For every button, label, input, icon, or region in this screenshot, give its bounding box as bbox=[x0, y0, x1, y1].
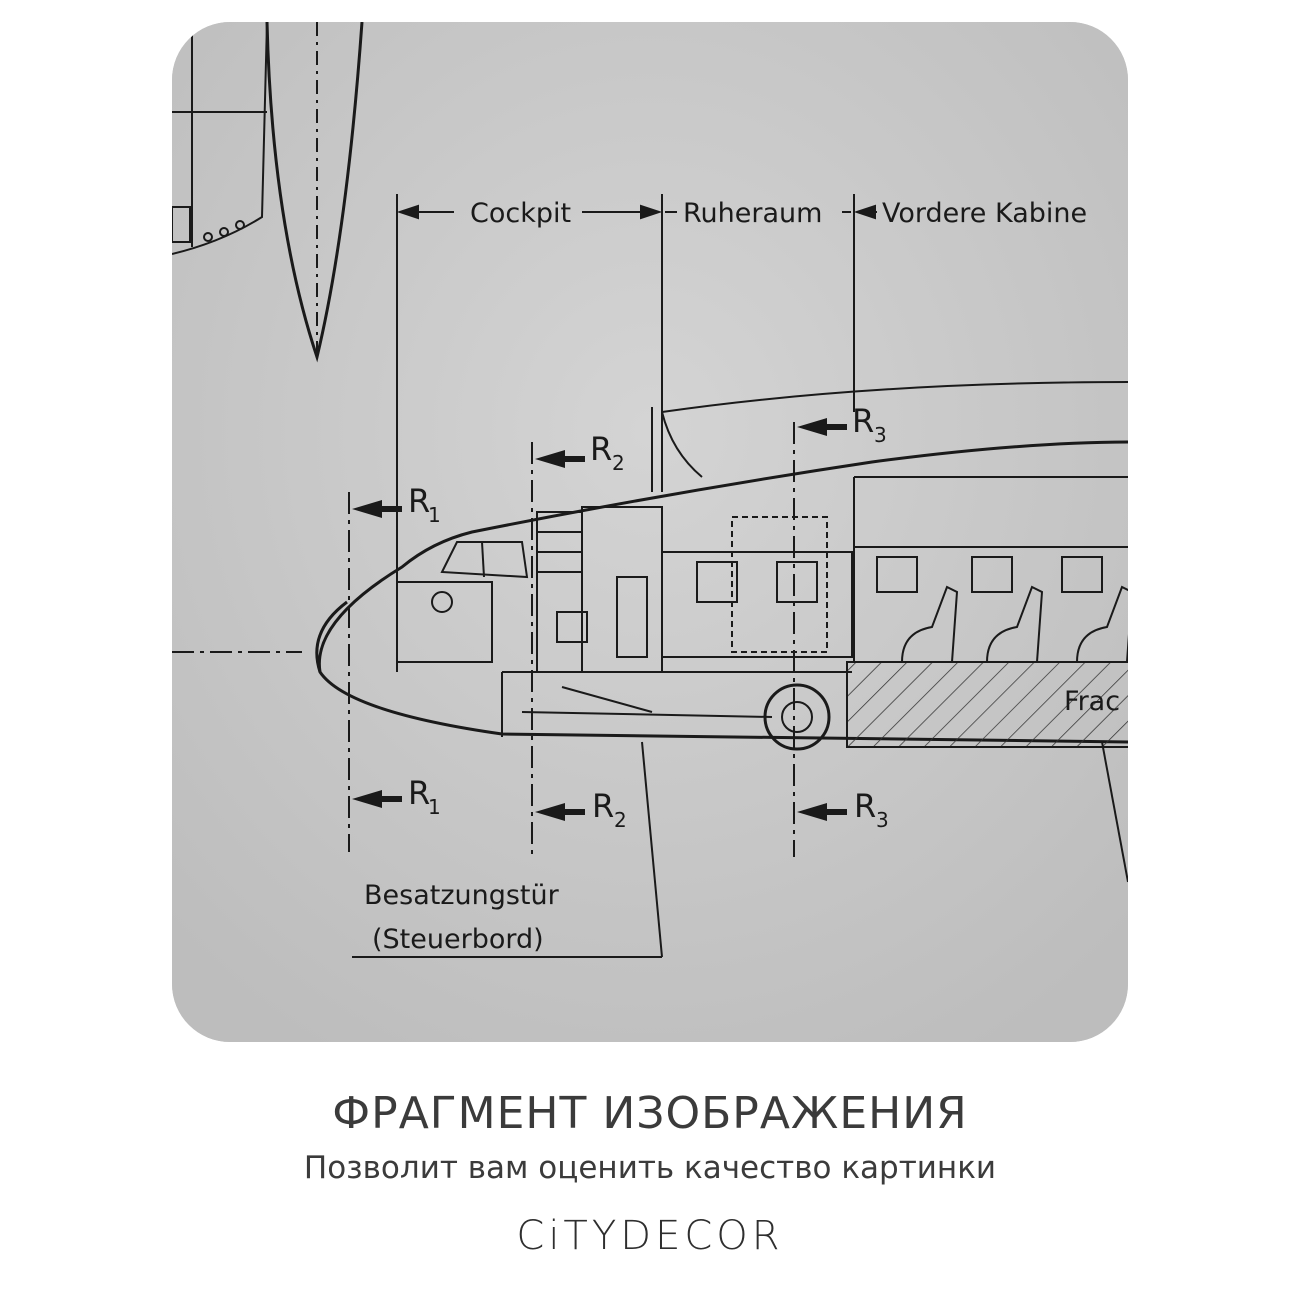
section-label: R bbox=[854, 787, 876, 825]
section-subscript: 2 bbox=[614, 808, 627, 832]
section-subscript: 2 bbox=[612, 451, 625, 475]
section-subscript: 3 bbox=[876, 808, 889, 832]
nacelle-outline bbox=[265, 22, 364, 363]
label-vordere-kabine: Vordere Kabine bbox=[882, 198, 1087, 229]
fuselage-lower bbox=[315, 600, 1128, 744]
cargo-hold bbox=[846, 661, 1128, 748]
section-label: R bbox=[852, 402, 874, 440]
label-door-line1: Besatzungstür bbox=[364, 880, 560, 911]
caption-title: ФРАГМЕНТ ИЗОБРАЖЕНИЯ bbox=[332, 1088, 968, 1139]
label-fracht: Frac bbox=[1064, 686, 1120, 717]
section-subscript: 3 bbox=[874, 423, 887, 447]
section-label: R bbox=[590, 430, 612, 468]
brand-logo: CiTYDECOR bbox=[516, 1213, 784, 1259]
panel-background bbox=[172, 22, 1128, 1042]
caption-subtitle: Позволит вам оценить качество картинки bbox=[303, 1150, 997, 1186]
section-label: R bbox=[592, 787, 614, 825]
label-ruheraum: Ruheraum bbox=[683, 198, 822, 229]
section-label: R bbox=[408, 482, 430, 520]
label-cockpit: Cockpit bbox=[470, 198, 571, 229]
section-subscript: 1 bbox=[428, 503, 441, 527]
aircraft-blueprint-drawing: Cockpit Ruheraum Vordere Kabine Frac Bes… bbox=[172, 22, 1128, 1042]
blueprint-image: Cockpit Ruheraum Vordere Kabine Frac Bes… bbox=[172, 22, 1128, 1042]
section-label: R bbox=[408, 774, 430, 812]
label-door-line2: (Steuerbord) bbox=[372, 924, 544, 955]
section-subscript: 1 bbox=[428, 795, 441, 819]
section-arrow bbox=[352, 500, 382, 518]
